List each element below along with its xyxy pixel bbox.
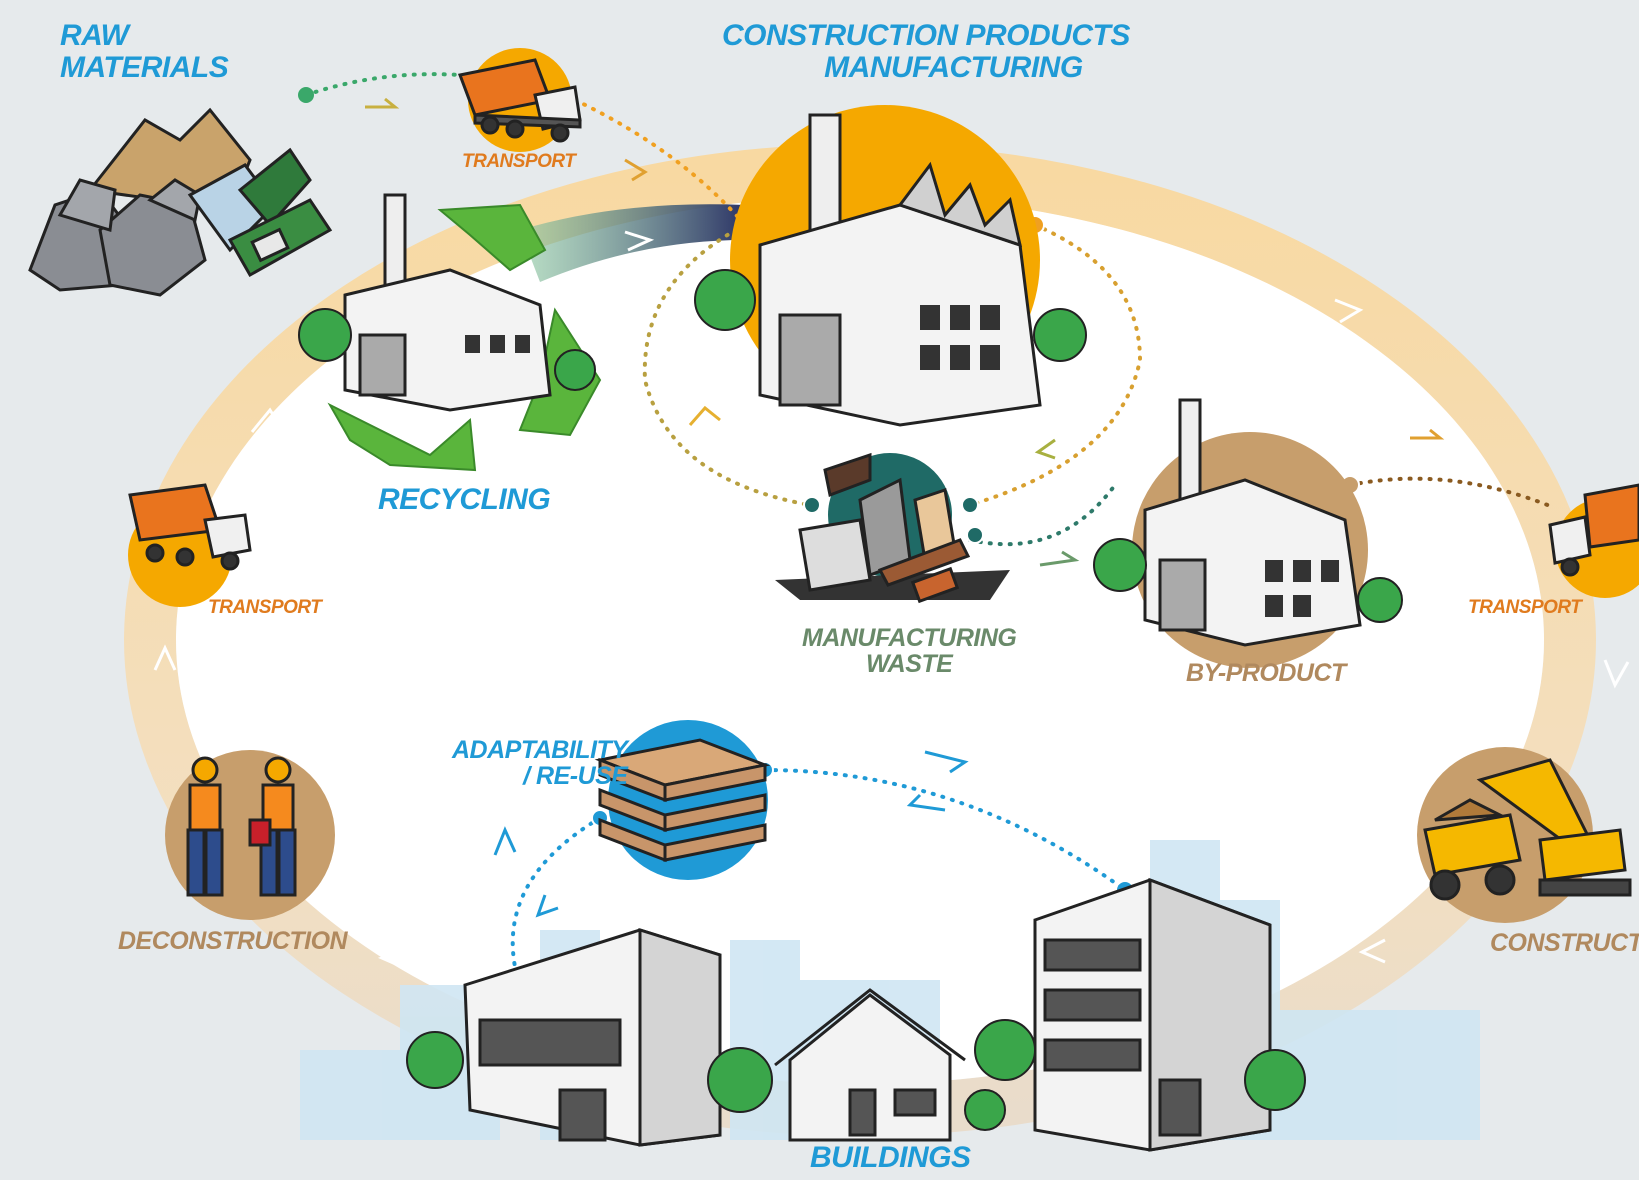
truck-icon — [457, 58, 582, 143]
transport-right — [1548, 483, 1639, 598]
worker-icon — [186, 756, 224, 897]
label-recycling: RECYCLING — [378, 483, 551, 516]
factory-icon — [343, 193, 552, 412]
worker-icon — [248, 756, 297, 897]
dump-truck-icon — [1423, 798, 1522, 901]
building-icon — [774, 988, 966, 1142]
truck-icon — [1548, 483, 1639, 577]
construction — [1417, 747, 1632, 923]
recycling — [298, 193, 602, 472]
bricks-icon — [910, 566, 960, 604]
buildings — [406, 877, 1306, 1152]
ring-arrows — [153, 298, 1630, 970]
excavator-icon — [1476, 758, 1632, 897]
label-transport-top: TRANSPORT — [462, 151, 576, 172]
rocks-icon — [28, 178, 207, 297]
tree-icon — [406, 1019, 1306, 1131]
by-product — [1093, 398, 1403, 668]
tree-icon — [694, 269, 1087, 362]
band-arrow-icon — [624, 230, 655, 252]
building-icon — [1033, 877, 1272, 1152]
label-buildings: BUILDINGS — [810, 1141, 971, 1174]
truck-icon — [128, 483, 252, 571]
raw-materials-pile — [28, 107, 333, 297]
tree-icon — [1093, 538, 1403, 623]
tree-icon — [298, 308, 596, 391]
label-deconstruction: DECONSTRUCTION — [118, 927, 348, 955]
factory-icon — [1143, 398, 1362, 647]
building-icon — [463, 927, 722, 1147]
transport-top — [457, 48, 582, 152]
adaptability-reuse — [594, 720, 771, 880]
flow-arrows — [365, 97, 1445, 918]
bottles-icon — [187, 147, 333, 278]
recycling-to-manufacturing-band — [520, 204, 745, 282]
deconstruction — [165, 750, 335, 920]
manufacturing — [694, 105, 1087, 427]
label-adaptability-reuse: ADAPTABILITY/ RE-USE — [452, 736, 628, 791]
transport-left — [128, 483, 252, 607]
label-transport-right: TRANSPORT — [1468, 597, 1582, 618]
label-construction: CONSTRUCTION — [1490, 929, 1639, 957]
label-transport-left: TRANSPORT — [208, 597, 322, 618]
manufacturing-waste — [775, 452, 1010, 604]
factory-icon — [758, 113, 1042, 427]
label-by-product: BY-PRODUCT — [1186, 659, 1346, 687]
pallet-icon — [594, 738, 771, 863]
